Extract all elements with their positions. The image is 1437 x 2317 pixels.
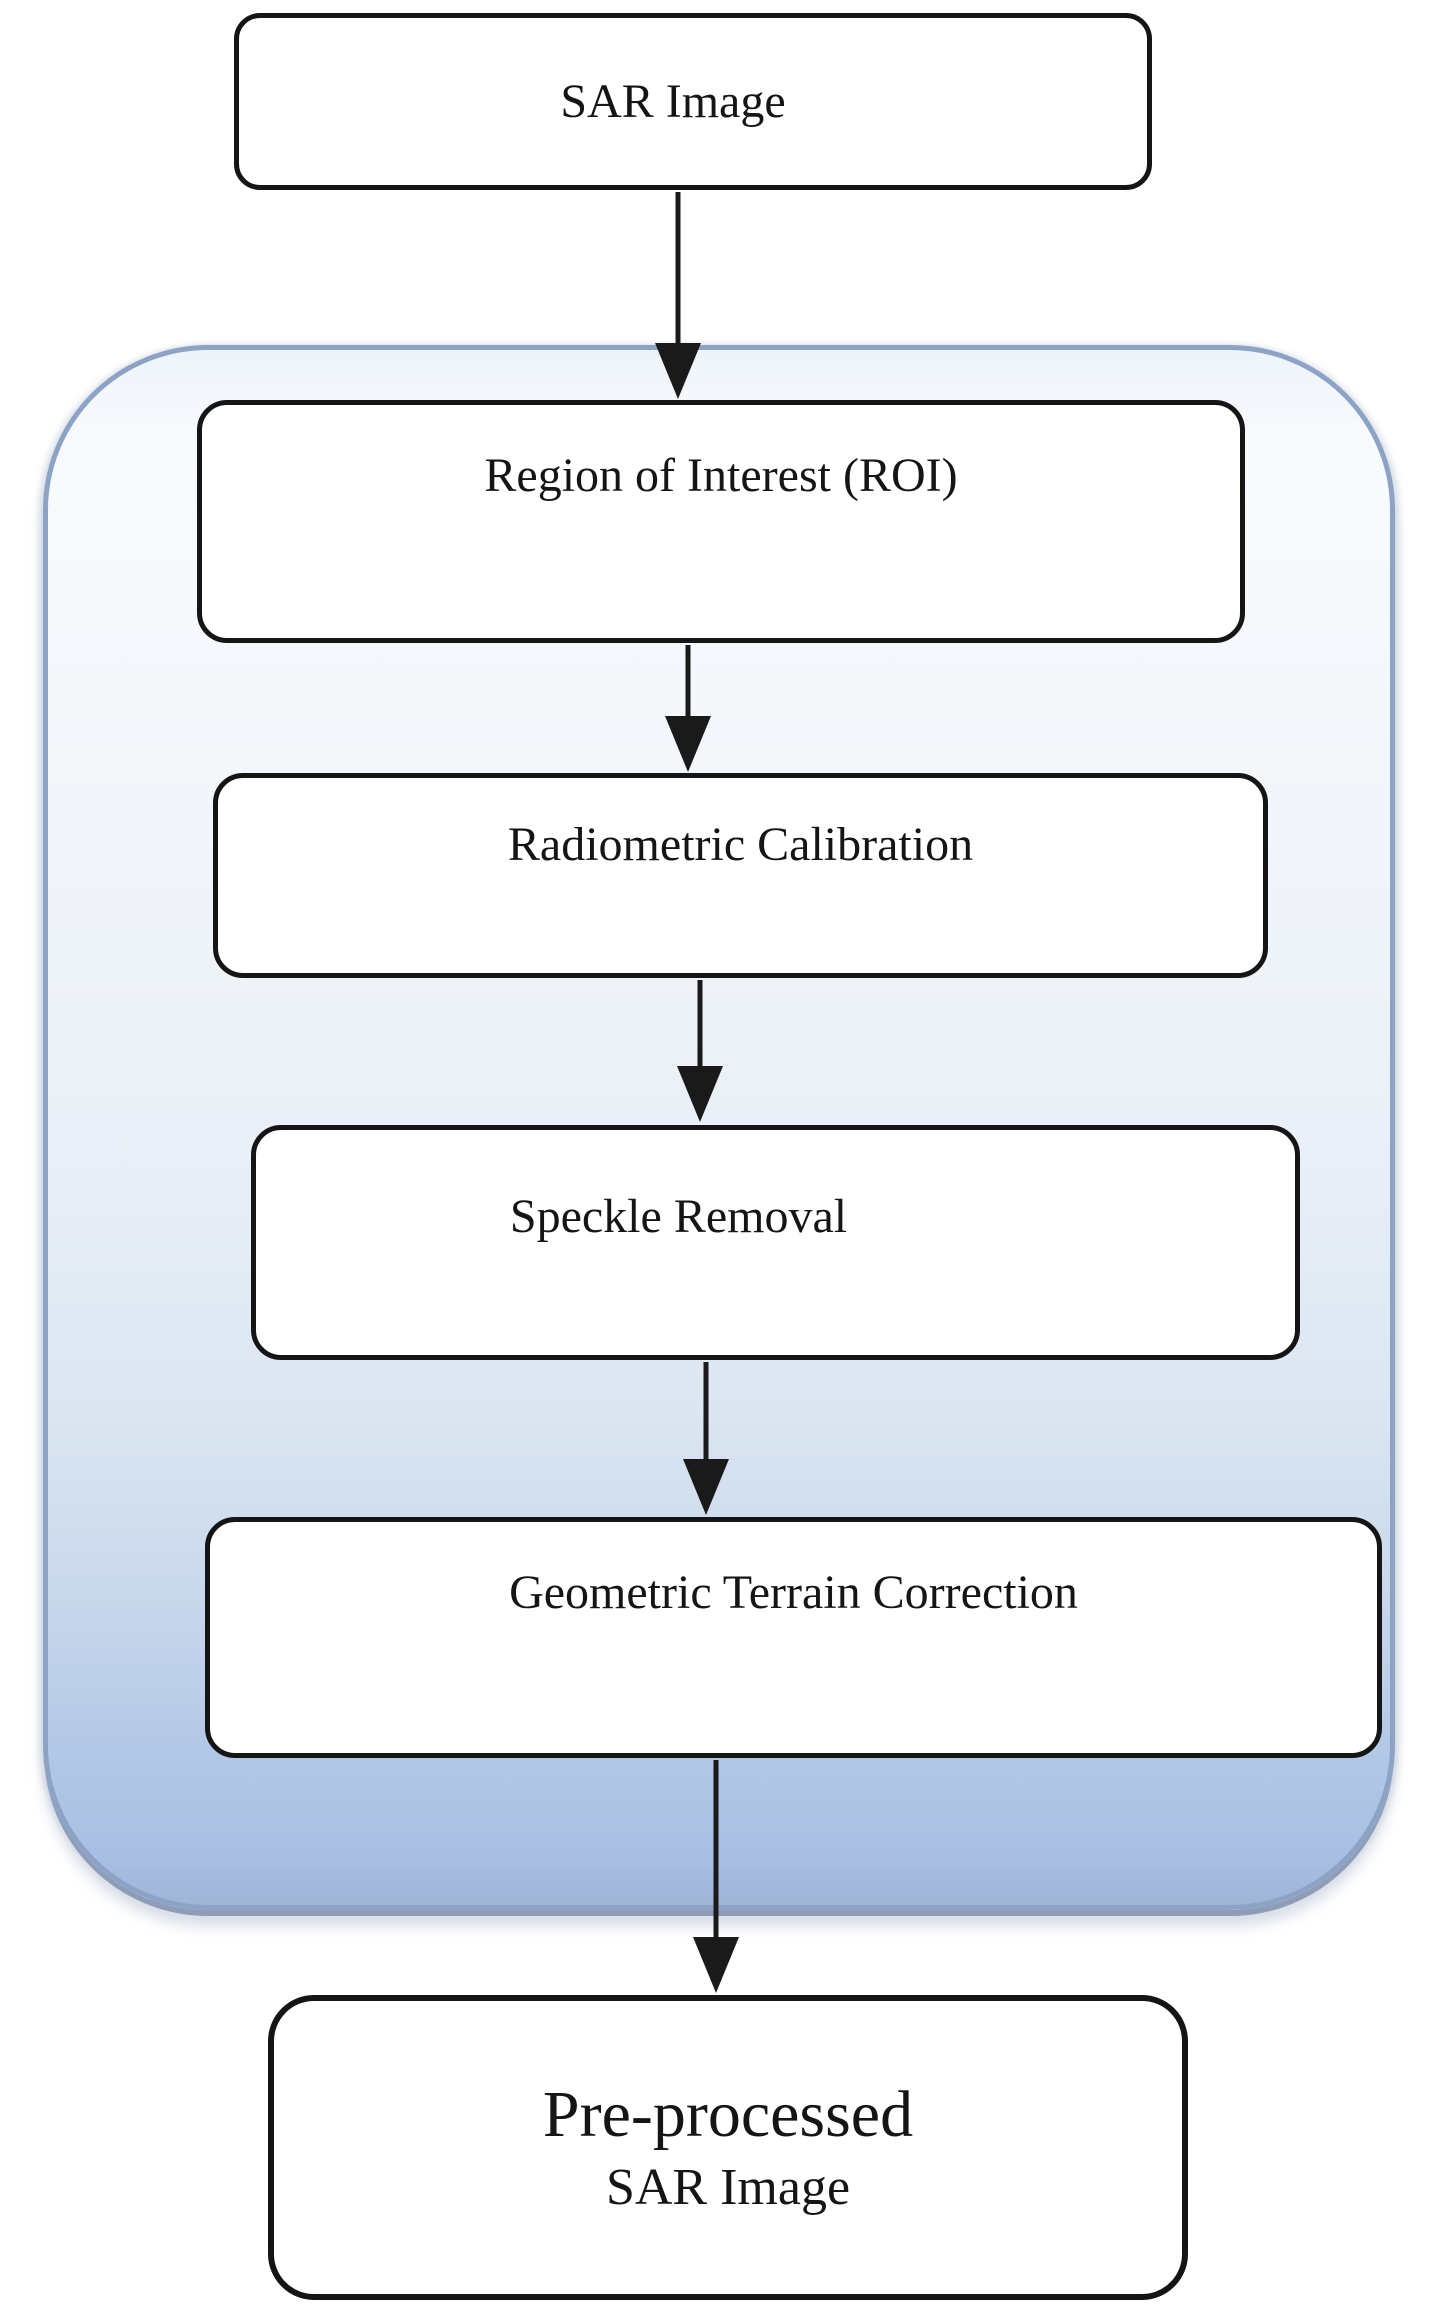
node-label: Speckle Removal [509,1190,848,1243]
node-sar-image: SAR Image [234,13,1152,190]
node-label: Geometric Terrain Correction [509,1566,1078,1619]
node-label: Radiometric Calibration [507,818,974,871]
node-geometric-terrain-correction: Geometric Terrain Correction [205,1517,1382,1758]
node-region-of-interest: Region of Interest (ROI) [197,400,1245,643]
node-label: SAR Image [560,74,786,128]
node-speckle-removal: Speckle Removal [251,1125,1300,1360]
node-label: Region of Interest (ROI) [484,449,958,502]
node-label-line2: SAR Image [605,2159,851,2217]
node-radiometric-calibration: Radiometric Calibration [213,773,1268,978]
node-preprocessed-sar-image: Pre-processed SAR Image [268,1995,1188,2300]
node-label-line1: Pre-processed [542,2077,914,2151]
